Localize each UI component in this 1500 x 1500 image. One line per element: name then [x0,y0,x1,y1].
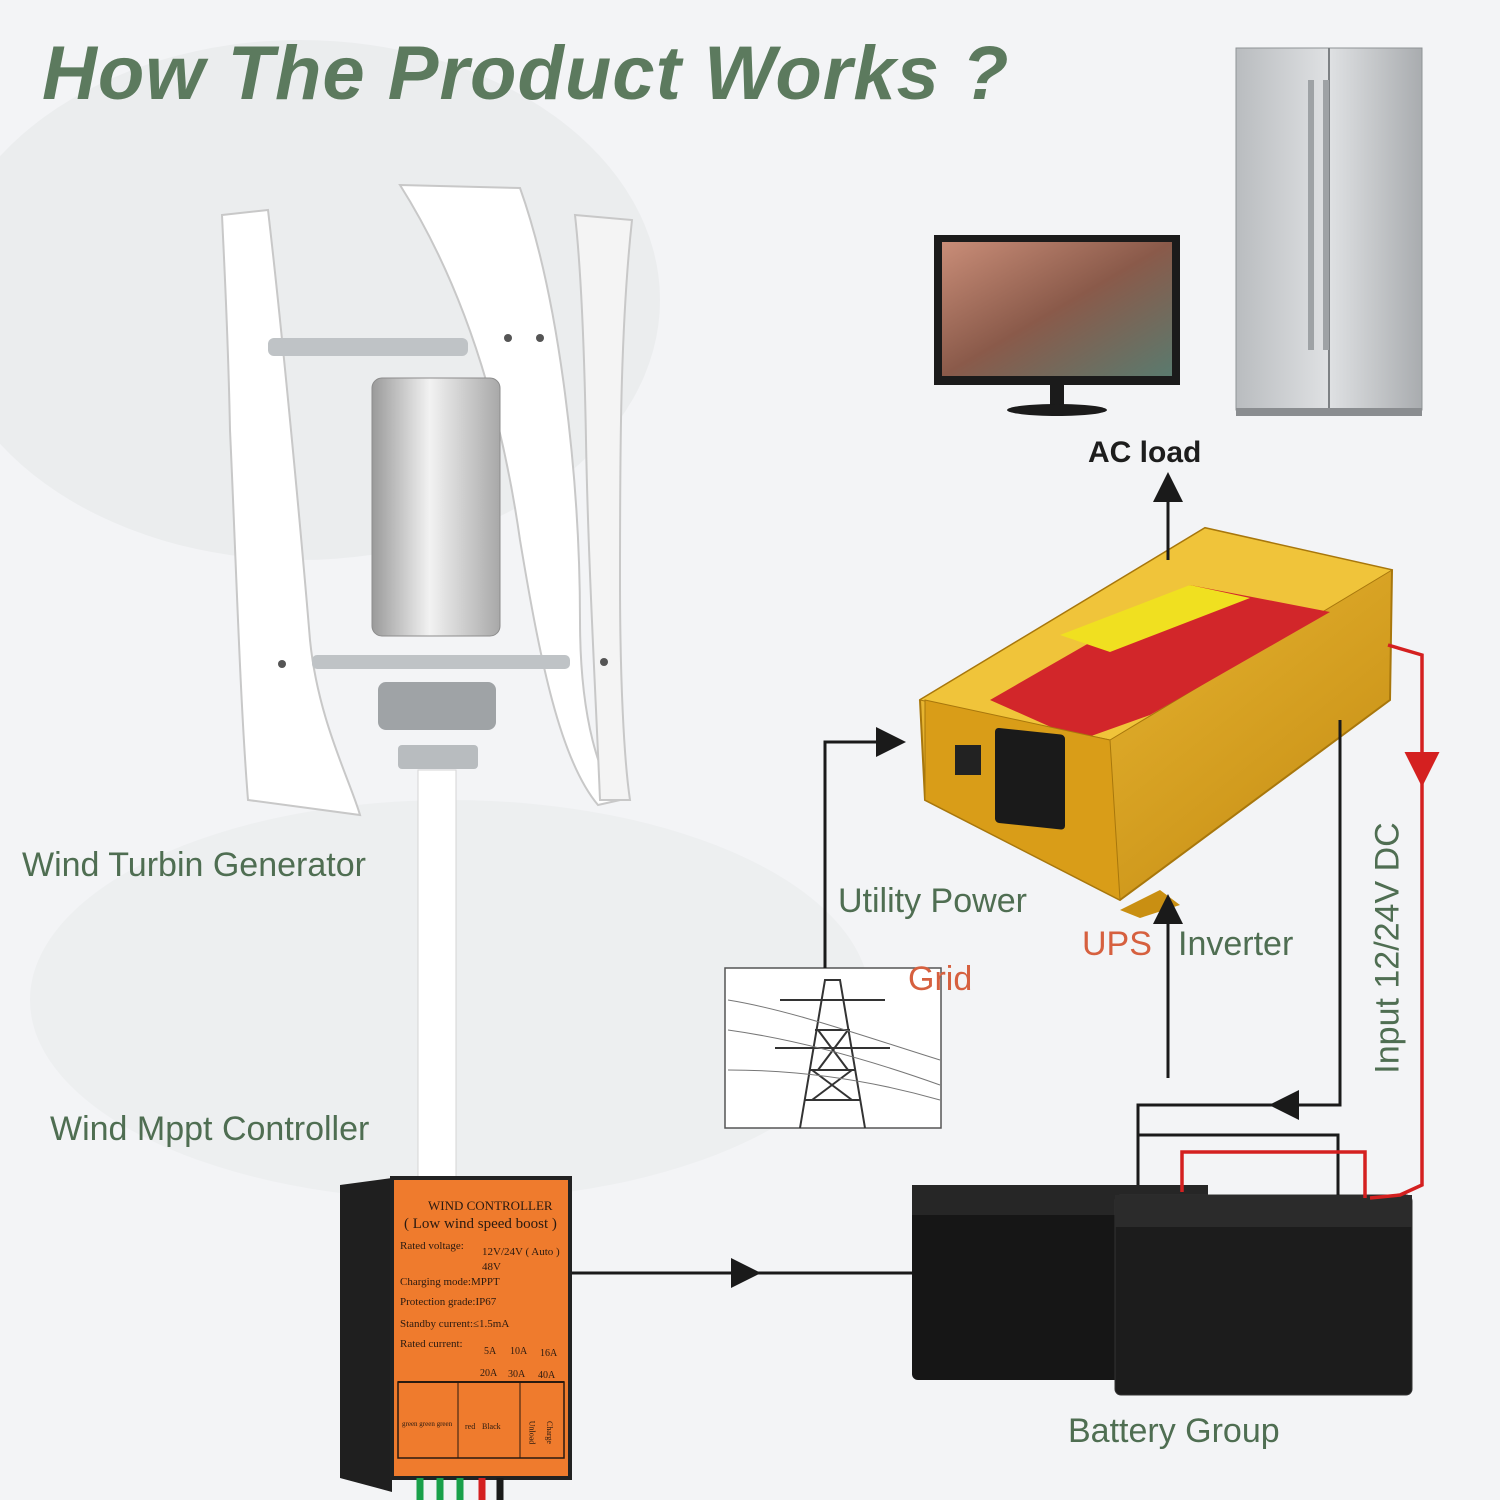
inverter [918,526,1394,918]
controller-current-10a: 10A [510,1346,528,1357]
label-wind-turbine: Wind Turbin Generator [22,846,366,884]
turbine-lower-hub [378,682,496,730]
label-ac-load: AC load [1088,436,1202,469]
turbine-blade-left [220,208,362,817]
tv-monitor [934,235,1180,416]
turbine-blade-right [573,213,634,801]
label-input-dc: Input 12/24V DC [1368,822,1407,1074]
wire-grid-to-inverter [823,727,906,968]
wiring [572,472,1342,1288]
controller-charging-mode: Charging mode:MPPT [400,1276,500,1288]
wind-controller [340,1176,572,1500]
label-ups: UPS [1082,925,1152,963]
controller-heading: WIND CONTROLLER [428,1198,553,1213]
label-grid: Grid [908,960,973,998]
controller-rated-voltage: Rated voltage: [400,1240,464,1252]
inverter-ac-socket [995,727,1065,830]
controller-current-20a: 20A [480,1368,498,1379]
controller-standby: Standby current:≤1.5mA [400,1318,510,1330]
controller-current-40a: 40A [538,1370,556,1381]
controller-terminal-black: Black [482,1422,501,1431]
label-inverter: Inverter [1178,925,1294,963]
controller-terminal-red: red [465,1422,476,1431]
wind-turbine [220,183,634,1191]
controller-current-5a: 5A [484,1346,497,1357]
controller-terminal-charge: Charge [544,1421,554,1444]
controller-current-30a: 30A [508,1369,526,1380]
turbine-bottom-arm [312,655,570,669]
label-utility-power: Utility Power [838,882,1027,920]
turbine-top-arm [268,338,468,356]
controller-terminal-green: green green green [402,1420,453,1428]
refrigerator [1235,47,1423,416]
page-title: How The Product Works ? [42,31,1010,116]
controller-rated-current: Rated current: [400,1338,463,1350]
battery-group [912,1185,1413,1396]
label-battery-group: Battery Group [1068,1412,1280,1450]
turbine-generator-hub [371,377,501,637]
wire-inverter-to-battery-black [1269,720,1342,1120]
controller-voltage-option-1: 12V/24V ( Auto ) [482,1246,560,1258]
label-wind-controller: Wind Mppt Controller [50,1110,370,1148]
grid-tower [724,967,942,1129]
controller-current-16a: 16A [540,1348,558,1359]
controller-protection: Protection grade:IP67 [400,1296,497,1308]
turbine-pole [417,769,457,1191]
wire-input-dc-red [1387,643,1440,787]
controller-voltage-option-2: 48V [482,1261,501,1273]
controller-subheading: ( Low wind speed boost ) [404,1216,557,1232]
controller-terminal-unload: Unload [527,1420,537,1445]
